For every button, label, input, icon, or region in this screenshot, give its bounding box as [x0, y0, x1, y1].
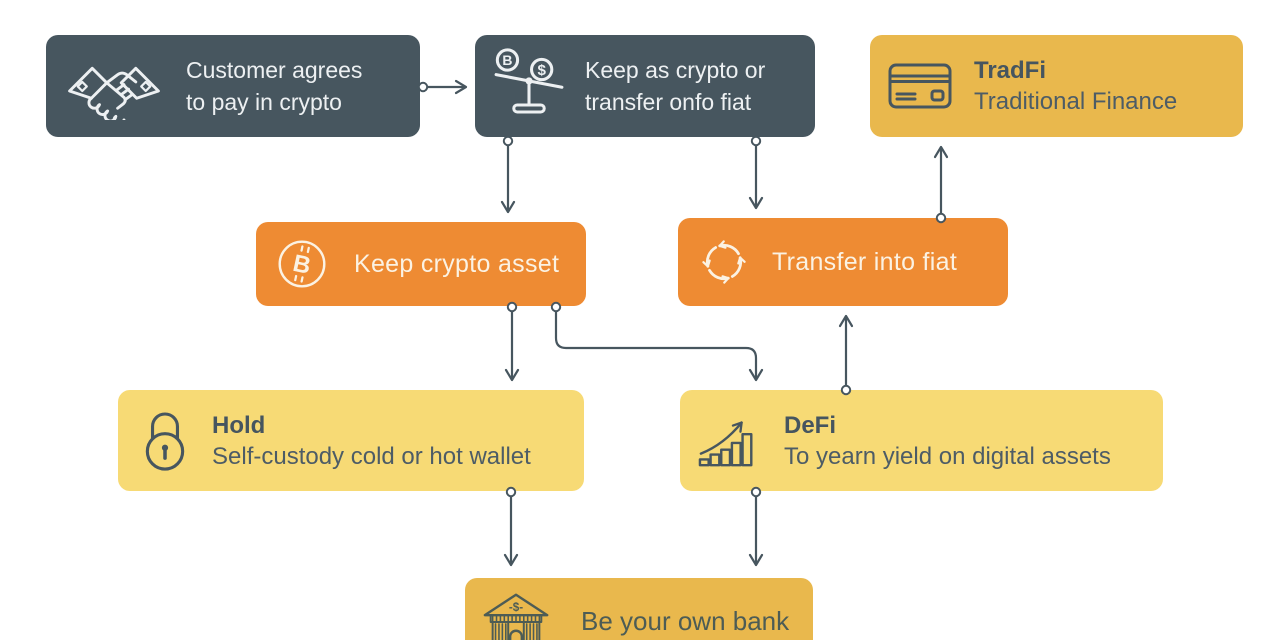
connector-dot	[502, 135, 514, 147]
refresh-icon	[698, 236, 750, 288]
growth-chart-icon	[698, 412, 760, 470]
svg-text:B: B	[502, 52, 512, 68]
node-subtitle: Self-custody cold or hot wallet	[212, 442, 531, 470]
node-defi: DeFi To yearn yield on digital assets	[680, 390, 1163, 491]
node-subtitle: To yearn yield on digital assets	[784, 442, 1111, 470]
scale-icon: B $	[491, 48, 567, 124]
node-keep-or-transfer: B $ Keep as crypto or transfer onfo fiat	[475, 35, 815, 137]
node-customer-agrees: Customer agrees to pay in crypto	[46, 35, 420, 137]
bitcoin-icon: B	[276, 238, 328, 290]
node-label: Keep crypto asset	[354, 249, 560, 278]
svg-text:B: B	[290, 250, 313, 280]
handshake-icon	[64, 52, 164, 120]
svg-text:$: $	[537, 62, 546, 79]
node-title: DeFi	[784, 411, 837, 439]
node-be-your-own-bank: -$- Be your own bank	[465, 578, 813, 640]
node-transfer-into-fiat: Transfer into fiat	[678, 218, 1008, 306]
node-subtitle: Traditional Finance	[974, 88, 1178, 115]
node-label: Keep as crypto or	[585, 57, 766, 83]
node-label: to pay in crypto	[186, 89, 342, 115]
connector-dot	[750, 135, 762, 147]
lock-icon	[138, 409, 192, 473]
bank-icon: -$-	[479, 589, 553, 640]
node-label: transfer onfo fiat	[585, 89, 752, 115]
connector-dot	[417, 81, 429, 93]
node-keep-crypto-asset: B Keep crypto asset	[256, 222, 586, 306]
node-title: TradFi	[974, 57, 1047, 84]
node-tradfi: TradFi Traditional Finance	[870, 35, 1243, 137]
credit-card-icon	[888, 61, 952, 111]
edge-keep-crypto-to-defi	[554, 310, 764, 382]
node-title: Hold	[212, 411, 266, 439]
node-hold: Hold Self-custody cold or hot wallet	[118, 390, 584, 491]
node-label: Customer agrees	[186, 57, 363, 83]
node-label: Transfer into fiat	[772, 247, 958, 276]
svg-text:-$-: -$-	[509, 601, 523, 614]
node-label: Be your own bank	[581, 605, 790, 636]
